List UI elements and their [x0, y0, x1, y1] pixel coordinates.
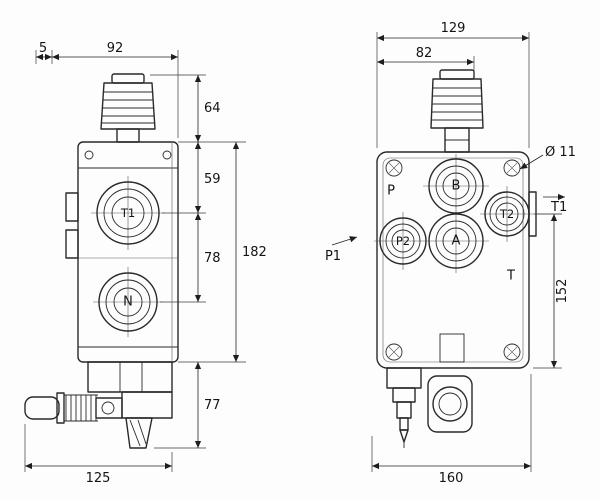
dim-label-59: 59	[204, 172, 221, 187]
dim-59: 59	[162, 142, 221, 214]
dim-160: 160	[371, 374, 532, 486]
screw-top-right	[503, 159, 521, 177]
dim-129: 129	[376, 21, 530, 148]
dim-92: 92	[52, 41, 179, 138]
dim-77: 77	[154, 362, 221, 449]
port-label-t1: T1	[120, 206, 135, 220]
right-body	[376, 151, 537, 369]
dim-125: 125	[24, 424, 173, 486]
left-knob	[100, 73, 156, 143]
corner-screws	[385, 159, 521, 361]
diameter-callout: Ø 11	[519, 145, 576, 170]
screw-bottom-left	[385, 343, 403, 361]
left-bottom-lever-assembly	[24, 361, 173, 449]
port-label-n: N	[123, 295, 133, 310]
dim-label-77: 77	[204, 398, 221, 413]
dim-label-82: 82	[416, 46, 433, 61]
dim-label-129: 129	[441, 21, 466, 36]
dim-label-78: 78	[204, 251, 221, 266]
port-label-p2: P2	[396, 234, 410, 248]
relief-valve-stem	[386, 367, 422, 448]
port-label-a: A	[452, 234, 461, 249]
right-view: B T2 P2 A P T P1 T1	[325, 21, 576, 486]
label-t1: T1	[550, 200, 567, 215]
label-p: P	[387, 184, 395, 199]
dim-label-92: 92	[107, 41, 124, 56]
dim-label-152: 152	[555, 279, 570, 304]
dim-182: 182	[178, 142, 267, 363]
right-bottom-parts	[386, 367, 473, 448]
screw-top-left	[385, 159, 403, 177]
bottom-port-boss	[427, 375, 473, 433]
dim-152: 152	[533, 213, 570, 369]
lever-bracket	[125, 417, 153, 449]
left-view: T1 N 5	[24, 41, 267, 486]
right-port-p2: P2	[379, 217, 427, 265]
p1-flow-arrow: P1	[325, 236, 358, 264]
label-t: T	[506, 269, 515, 284]
left-body	[65, 141, 179, 363]
lever-spring	[64, 394, 98, 422]
dim-label-5: 5	[39, 41, 47, 56]
dim-5: 5	[35, 41, 53, 64]
screw-bottom-right	[503, 343, 521, 361]
dim-label-125: 125	[86, 471, 111, 486]
port-label-t2: T2	[499, 207, 514, 221]
right-port-t2: T2	[484, 191, 530, 237]
right-port-a: A	[428, 213, 484, 269]
lever-handle	[24, 396, 60, 420]
left-port-t1: T1	[91, 176, 165, 250]
left-port-n: N	[93, 267, 163, 337]
dim-label-182: 182	[242, 245, 267, 260]
dim-label-160: 160	[439, 471, 464, 486]
right-knob	[430, 69, 484, 153]
label-p1: P1	[325, 249, 341, 264]
dim-label-64: 64	[204, 101, 221, 116]
dim-78: 78	[160, 213, 221, 303]
nameplate	[439, 333, 465, 363]
label-diameter: Ø 11	[545, 145, 576, 160]
right-port-b: B	[428, 158, 484, 214]
t1-flow-arrow: T1	[543, 193, 567, 215]
port-label-b: B	[452, 179, 461, 194]
dim-82: 82	[377, 46, 475, 76]
dim-64: 64	[150, 74, 246, 143]
